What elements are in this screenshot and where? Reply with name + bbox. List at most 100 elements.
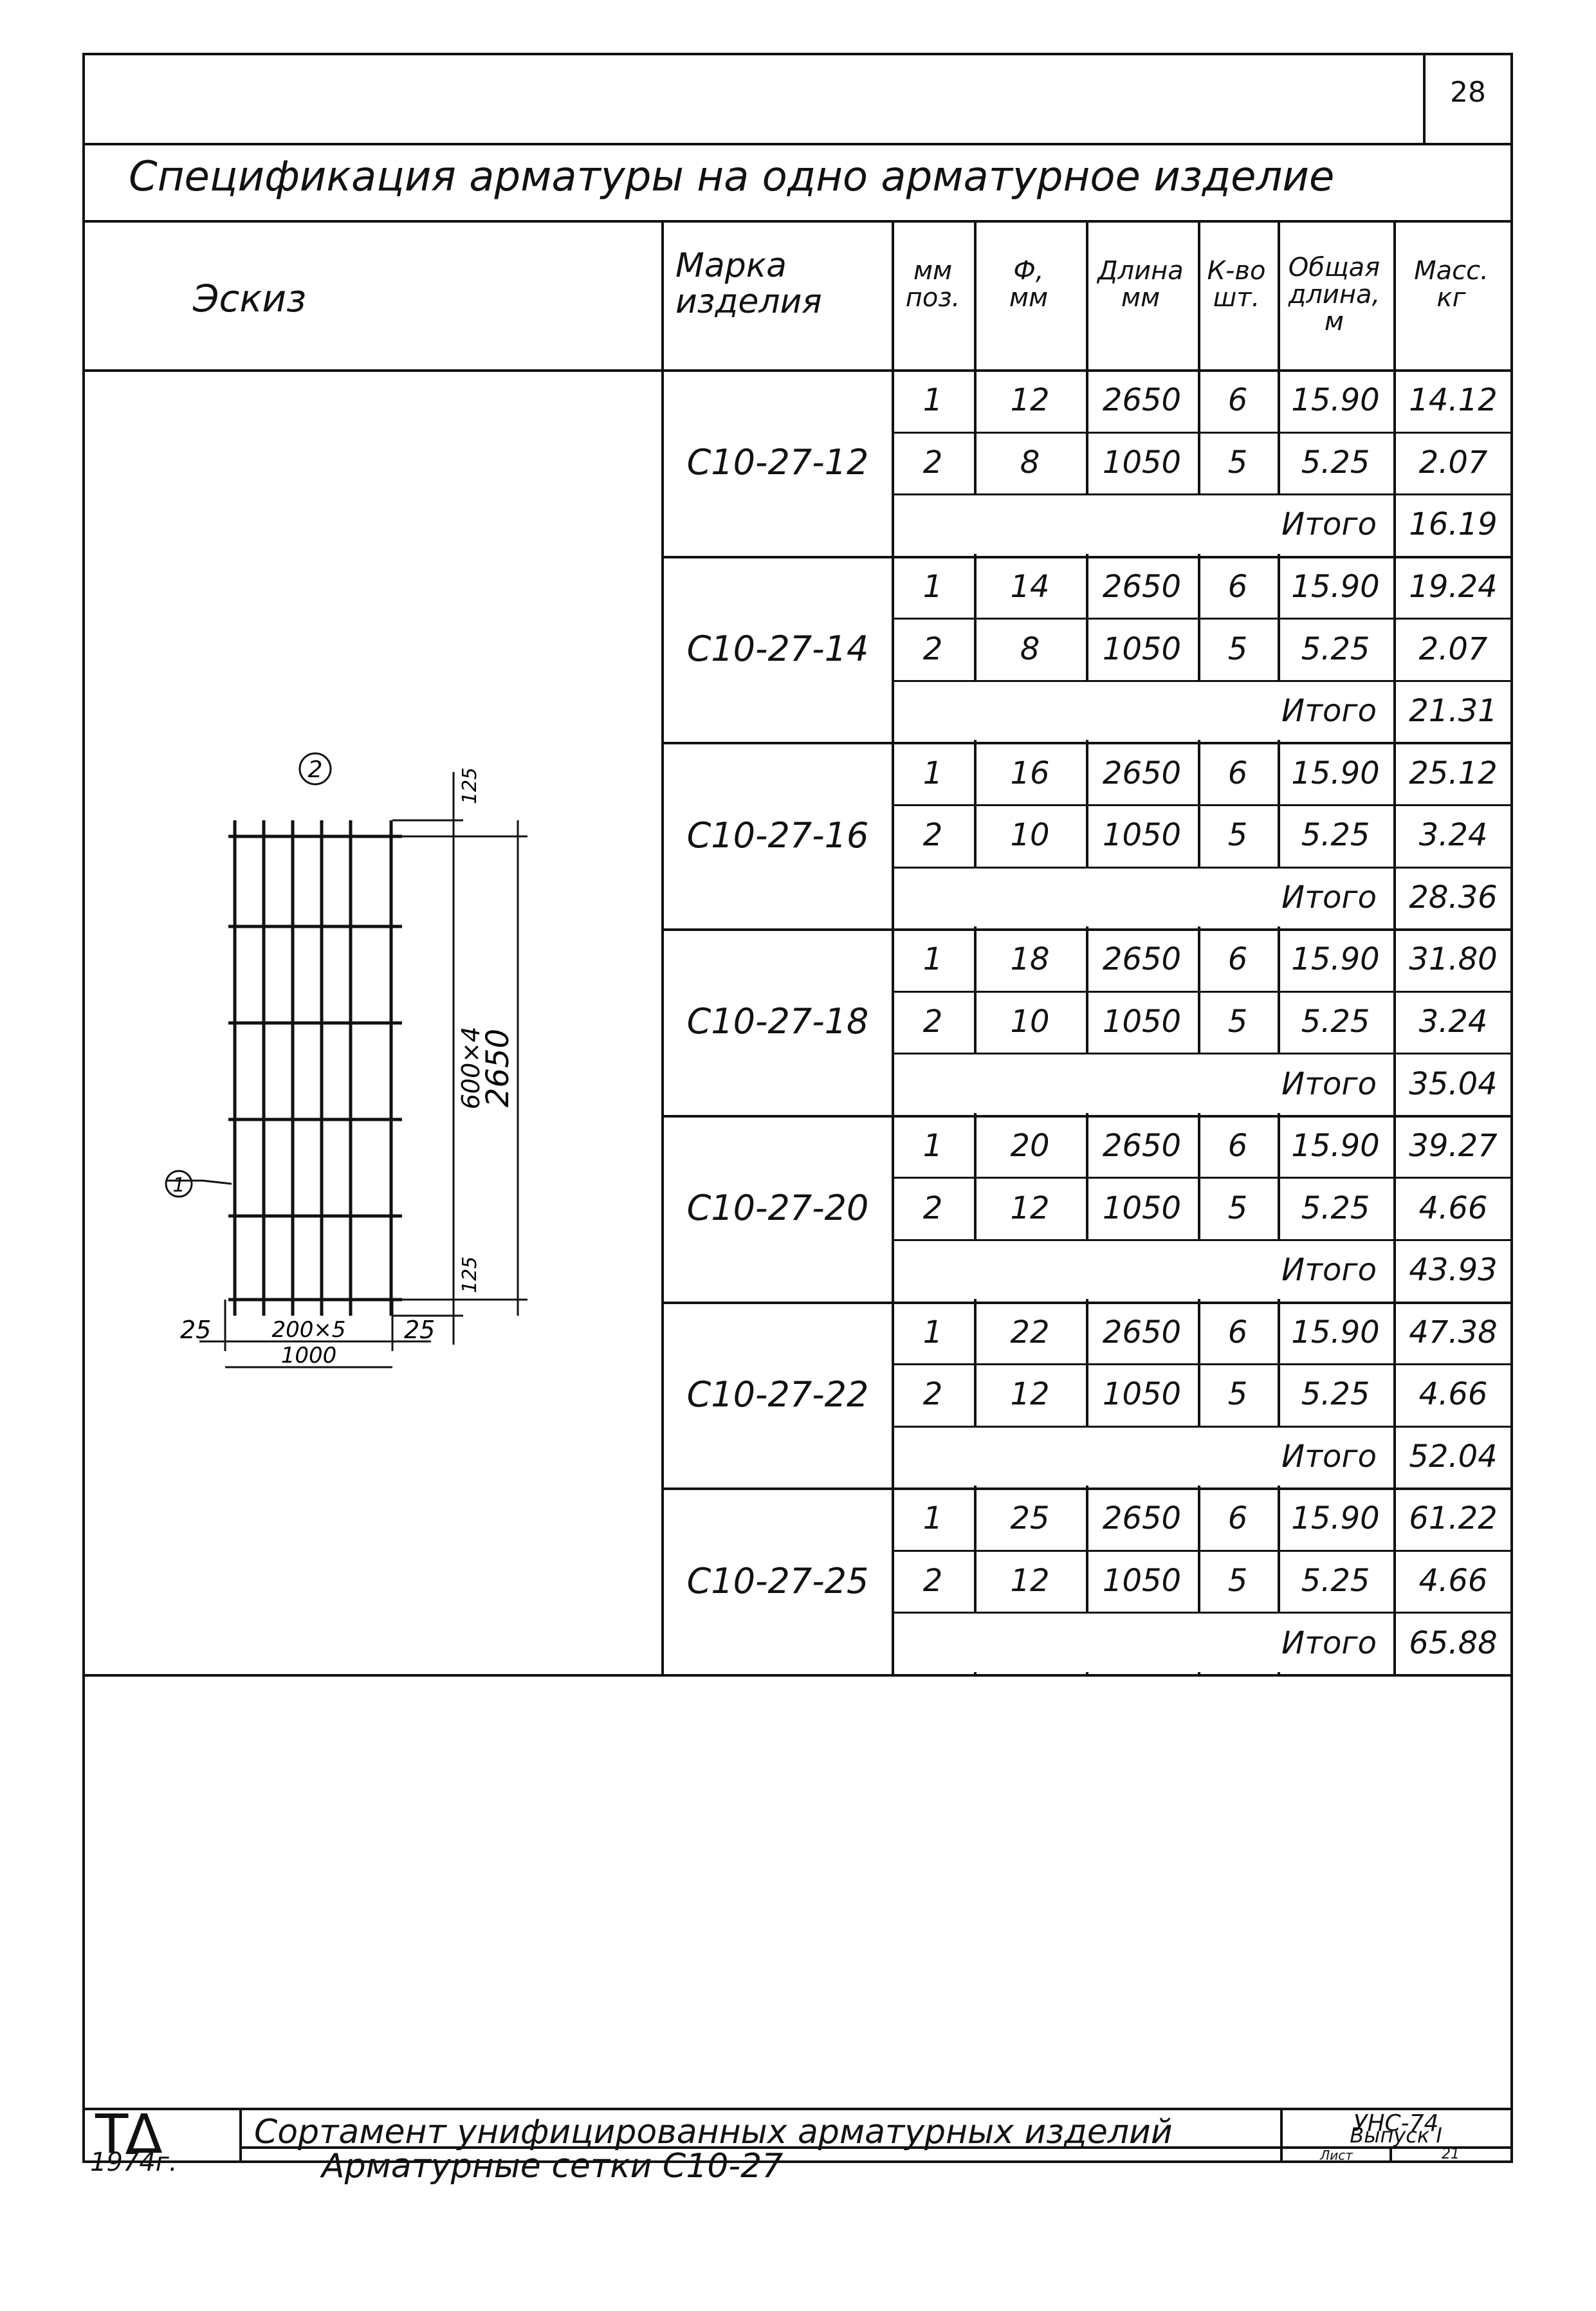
row-line: [892, 1612, 1513, 1614]
pos2-circle: [298, 752, 332, 786]
table-cell-pos: 1: [922, 1128, 943, 1165]
table-cell-qty: 6: [1227, 1314, 1248, 1350]
row-line: [892, 618, 1513, 620]
titleblock-logo-line: [239, 2108, 242, 2163]
table-cell-mass: 4.66: [1418, 1563, 1488, 1599]
table-cell-length: 2650: [1102, 382, 1182, 419]
top-strip-line: [82, 143, 1513, 145]
pos2-label: 2: [308, 757, 323, 783]
col-line: [1278, 220, 1280, 1674]
table-cell-mass: 4.66: [1418, 1376, 1488, 1413]
table-cell-pos: 2: [922, 1376, 943, 1413]
table-cell-diam: 12: [1010, 1190, 1050, 1226]
table-cell-qty: 5: [1227, 817, 1248, 854]
col-line: [1086, 220, 1088, 1674]
spec-title: Спецификация арматуры на одно арматурное…: [129, 153, 1335, 201]
group-line: [661, 555, 1513, 558]
table-cell-length: 1050: [1102, 1376, 1182, 1413]
page-number: 28: [1450, 76, 1486, 109]
group-line: [661, 928, 1513, 932]
table-cell-pos: 2: [922, 817, 943, 854]
table-cell-total_len: 15.90: [1291, 755, 1380, 791]
table-cell-diam: 18: [1010, 941, 1050, 978]
total-mass: 65.88: [1409, 1625, 1498, 1661]
table-cell-qty: 5: [1227, 1190, 1248, 1226]
table-cell-length: 2650: [1102, 1314, 1182, 1350]
table-cell-diam: 10: [1010, 817, 1050, 854]
total-row-mask: [894, 1614, 1392, 1672]
col-line: [1198, 220, 1200, 1674]
row-line: [892, 1549, 1513, 1552]
product-mark: С10-27-14: [686, 629, 869, 670]
sheet-number: 21: [1442, 2146, 1460, 2162]
titleblock-subtitle: Арматурные сетки С10-27: [322, 2147, 784, 2186]
table-cell-diam: 8: [1020, 444, 1040, 481]
table-cell-qty: 5: [1227, 631, 1248, 667]
dim-width-label: 1000: [281, 1343, 337, 1368]
series-code: УНС-74: [1353, 2110, 1439, 2137]
table-cell-mass: 3.24: [1418, 817, 1488, 854]
table-cell-mass: 47.38: [1409, 1314, 1498, 1350]
table-cell-length: 2650: [1102, 941, 1182, 978]
table-cell-total_len: 15.90: [1291, 941, 1380, 978]
table-cell-qty: 6: [1227, 1500, 1248, 1537]
total-row-mask: [894, 1427, 1392, 1486]
table-cell-length: 2650: [1102, 568, 1182, 605]
row-line: [892, 1238, 1513, 1241]
table-cell-qty: 5: [1227, 1563, 1248, 1599]
table-cell-diam: 22: [1010, 1314, 1050, 1350]
dim-height-label: 2650: [480, 1029, 516, 1107]
dim-spacing-v-label: 600×4: [457, 1027, 485, 1110]
group-line: [661, 1114, 1513, 1118]
table-cell-mass: 14.12: [1409, 382, 1498, 419]
pos1-leader: [166, 1179, 232, 1185]
issue-number: Выпуск I: [1350, 2123, 1442, 2148]
table-cell-pos: 1: [922, 568, 943, 605]
col-line: [1393, 220, 1396, 1674]
table-cell-diam: 10: [1010, 1003, 1050, 1040]
total-label: Итого: [1281, 693, 1377, 730]
table-cell-diam: 8: [1020, 631, 1040, 667]
table-cell-length: 1050: [1102, 817, 1182, 854]
product-mark: С10-27-25: [686, 1560, 869, 1601]
table-cell-total_len: 5.25: [1301, 1563, 1370, 1599]
product-mark: С10-27-16: [686, 815, 869, 856]
table-cell-mass: 19.24: [1409, 568, 1498, 605]
pos1-circle: [165, 1170, 193, 1198]
dim-spacing-h-label: 200×5: [271, 1317, 345, 1343]
total-label: Итого: [1281, 1252, 1377, 1289]
table-cell-length: 2650: [1102, 1500, 1182, 1537]
titleblock-title: Сортамент унифицированных арматурных изд…: [254, 2113, 1173, 2151]
table-cell-qty: 6: [1227, 568, 1248, 605]
table-cell-length: 2650: [1102, 755, 1182, 791]
titleblock-top-line: [82, 2108, 1513, 2110]
table-cell-mass: 25.12: [1409, 755, 1498, 791]
group-line: [661, 742, 1513, 745]
table-cell-diam: 14: [1010, 568, 1050, 605]
product-mark: С10-27-20: [686, 1188, 869, 1229]
year: 1974г.: [90, 2148, 178, 2177]
table-cell-pos: 1: [922, 1500, 943, 1537]
sheet-frame: [82, 53, 1513, 2163]
dim-right-label: 25: [404, 1316, 435, 1344]
row-line: [892, 990, 1513, 993]
total-label: Итого: [1281, 1438, 1377, 1475]
table-cell-length: 1050: [1102, 1563, 1182, 1599]
table-cell-total_len: 5.25: [1301, 1376, 1370, 1413]
titleblock-series-line: [1280, 2108, 1283, 2163]
table-cell-mass: 4.66: [1418, 1190, 1488, 1226]
table-cell-total_len: 15.90: [1291, 1500, 1380, 1537]
table-cell-pos: 1: [922, 941, 943, 978]
table-cell-total_len: 15.90: [1291, 1314, 1380, 1350]
total-mass: 21.31: [1409, 693, 1498, 730]
header-line: [82, 369, 1513, 372]
sketch-label: Эскиз: [193, 277, 306, 320]
pos1-label: 1: [172, 1174, 185, 1197]
table-cell-pos: 2: [922, 1563, 943, 1599]
total-row-mask: [894, 495, 1392, 554]
